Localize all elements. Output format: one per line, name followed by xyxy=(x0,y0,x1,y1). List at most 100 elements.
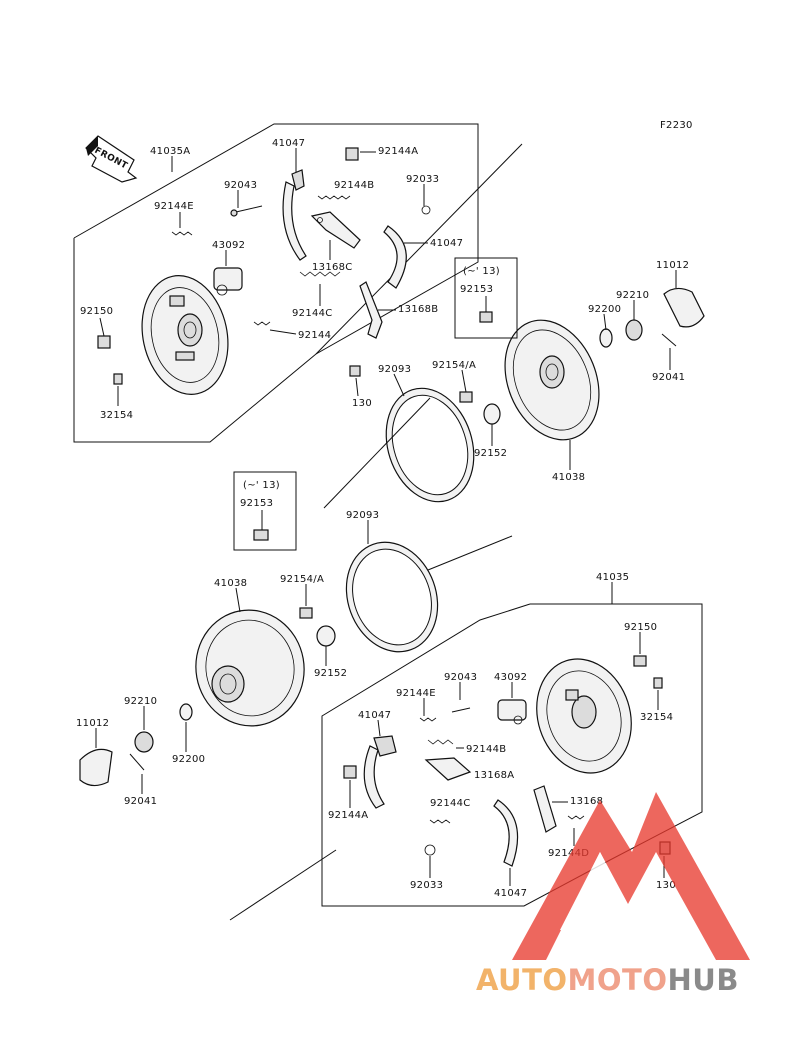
top-stud-and-seal xyxy=(459,391,501,425)
label-bot-92033: 92033 xyxy=(410,880,443,891)
bottom-lever-13168a xyxy=(424,757,472,781)
bottom-brake-drum xyxy=(195,609,305,727)
label-top-92150: 92150 xyxy=(80,306,113,317)
top-hub-hardware xyxy=(599,287,705,348)
label-bot-92152: 92152 xyxy=(314,668,347,679)
bottom-seal-ring xyxy=(345,541,439,653)
leader xyxy=(377,719,381,737)
bottom-clip-92144a xyxy=(343,765,357,779)
bottom-stud-and-seal xyxy=(299,607,336,647)
label-top-92033: 92033 xyxy=(406,174,439,185)
figure-code: F2230 xyxy=(660,120,693,131)
label-bot-92043: 92043 xyxy=(444,672,477,683)
label-top-41038: 41038 xyxy=(552,472,585,483)
label-bot-41038: 41038 xyxy=(214,578,247,589)
bottom-spring-92144c xyxy=(429,819,451,824)
top-group-frame xyxy=(73,123,523,443)
front-arrow-icon: FRONT xyxy=(85,135,138,183)
top-brake-shoe-a xyxy=(282,169,307,261)
bottom-bolt-92150 xyxy=(633,655,647,667)
top-brake-shoe-b xyxy=(383,225,407,289)
label-bot-92144d: 92144D xyxy=(548,848,589,859)
bottom-spring-92144e xyxy=(419,717,437,722)
top-brake-drum xyxy=(504,319,600,441)
label-top-92144b: 92144B xyxy=(334,180,374,191)
watermark-auto: AUTO xyxy=(476,963,568,997)
label-bot-11012: 11012 xyxy=(76,718,109,729)
label-top-92153: 92153 xyxy=(460,284,493,295)
leader xyxy=(355,377,359,397)
leader xyxy=(235,587,241,613)
label-top-92152: 92152 xyxy=(474,448,507,459)
label-bot-92041: 92041 xyxy=(124,796,157,807)
watermark-logo-text: AUTOMOTOHUB xyxy=(476,963,739,997)
label-top-92144a: 92144A xyxy=(378,146,418,157)
watermark-hub: HUB xyxy=(667,963,739,997)
label-top-92210: 92210 xyxy=(616,290,649,301)
watermark-moto: MOTO xyxy=(567,963,668,997)
leader xyxy=(269,329,297,335)
label-top-note: (~' 13) xyxy=(463,266,500,277)
leader xyxy=(603,313,607,331)
label-top-41047b: 41047 xyxy=(430,238,463,249)
divider xyxy=(427,535,513,571)
divider xyxy=(229,849,337,921)
label-top-92144: 92144 xyxy=(298,330,331,341)
label-bot-41047b: 41047 xyxy=(494,888,527,899)
label-bot-130: 130 xyxy=(656,880,676,891)
bottom-bleeder xyxy=(653,677,663,689)
label-bot-92154a: 92154/A xyxy=(280,574,324,585)
label-top-11012: 11012 xyxy=(656,260,689,271)
leader xyxy=(461,369,467,393)
label-bot-41035: 41035 xyxy=(596,572,629,583)
label-top-92043: 92043 xyxy=(224,180,257,191)
bottom-backing-plate xyxy=(536,658,632,774)
bottom-hub-hardware xyxy=(79,703,193,787)
label-top-92093: 92093 xyxy=(378,364,411,375)
label-top-130: 130 xyxy=(352,398,372,409)
top-lever-13168c xyxy=(310,211,361,249)
label-mid-92153: 92153 xyxy=(240,498,273,509)
mid-note-box: (~' 13) 92153 xyxy=(233,471,297,551)
label-bot-92150: 92150 xyxy=(624,622,657,633)
divider xyxy=(323,397,431,509)
label-bot-92144b: 92144B xyxy=(466,744,506,755)
label-bot-92200: 92200 xyxy=(172,754,205,765)
bottom-lever-13168 xyxy=(533,785,557,833)
label-top-13168b: 13168B xyxy=(398,304,438,315)
label-top-92200: 92200 xyxy=(588,304,621,315)
top-backing-plate xyxy=(141,275,229,395)
label-bot-32154: 32154 xyxy=(640,712,673,723)
label-bot-92093: 92093 xyxy=(346,510,379,521)
label-bot-92144a: 92144A xyxy=(328,810,368,821)
bottom-pin-92043 xyxy=(451,707,471,713)
leader xyxy=(99,317,105,337)
top-seal-ring xyxy=(385,387,475,503)
bottom-spring-92144b xyxy=(427,739,454,745)
leader xyxy=(393,373,405,397)
label-top-41035a: 41035A xyxy=(150,146,190,157)
bottom-brake-shoe-a xyxy=(363,735,397,809)
label-top-43092: 43092 xyxy=(212,240,245,251)
bottom-brake-shoe-b xyxy=(493,799,519,867)
label-top-92144c: 92144C xyxy=(292,308,333,319)
top-lever-13168b xyxy=(359,281,383,339)
bottom-wheel-cylinder xyxy=(497,699,527,725)
label-top-32154: 32154 xyxy=(100,410,133,421)
label-bot-43092: 43092 xyxy=(494,672,527,683)
top-small-parts xyxy=(97,147,431,385)
label-bot-41047a: 41047 xyxy=(358,710,391,721)
label-bot-13168: 13168 xyxy=(570,796,603,807)
bottom-spring-92144d xyxy=(567,815,585,820)
label-bot-13168a: 13168A xyxy=(474,770,514,781)
label-top-92154a: 92154/A xyxy=(432,360,476,371)
label-top-13168c: 13168C xyxy=(312,262,353,273)
label-bot-92144c: 92144C xyxy=(430,798,471,809)
watermark-logo-icon xyxy=(512,792,750,960)
label-top-41047a: 41047 xyxy=(272,138,305,149)
top-wheel-cylinder xyxy=(213,267,243,296)
top-note-box: (~' 13) 92153 xyxy=(454,257,518,339)
bottom-clip-92033 xyxy=(424,844,436,856)
label-top-92144e: 92144E xyxy=(154,201,194,212)
